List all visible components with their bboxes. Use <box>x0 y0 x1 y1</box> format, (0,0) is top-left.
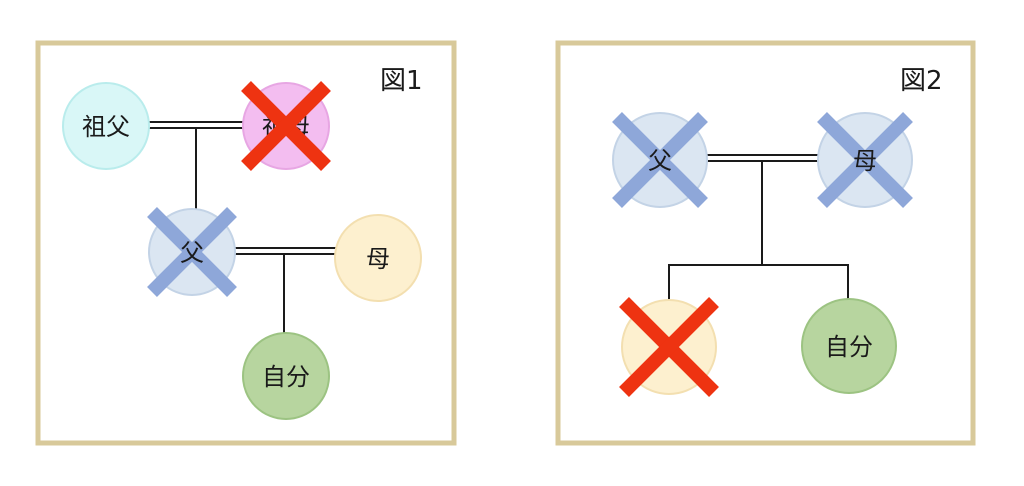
node-brother: 兄 <box>619 297 719 397</box>
node-mother: 母 <box>817 112 913 208</box>
red-cross-mark <box>619 297 719 397</box>
blue-cross-mark <box>612 112 708 208</box>
svg-text:母: 母 <box>853 147 877 175</box>
node-grandmother: 祖母 <box>241 81 331 171</box>
blue-cross-mark <box>817 112 913 208</box>
red-cross-mark <box>241 81 331 171</box>
figure-2-frame <box>555 40 976 446</box>
figure-1: 図1 祖父 祖母 父 <box>35 40 457 446</box>
node-self: 自分 <box>801 298 897 394</box>
svg-text:自分: 自分 <box>825 333 873 361</box>
svg-text:自分: 自分 <box>262 363 310 391</box>
figure-1-label: 図1 <box>380 66 423 96</box>
figure-2-label: 図2 <box>900 66 943 96</box>
node-father: 父 <box>612 112 708 208</box>
node-self: 自分 <box>242 332 330 420</box>
figure-2: 図2 父 母 兄 <box>555 40 976 446</box>
svg-text:祖父: 祖父 <box>82 113 130 141</box>
node-mother: 母 <box>334 214 422 302</box>
blue-cross-mark <box>147 207 237 297</box>
node-father: 父 <box>147 207 237 297</box>
svg-text:父: 父 <box>648 147 672 175</box>
svg-text:父: 父 <box>180 239 204 267</box>
svg-text:母: 母 <box>366 245 390 273</box>
node-grandfather: 祖父 <box>62 82 150 170</box>
